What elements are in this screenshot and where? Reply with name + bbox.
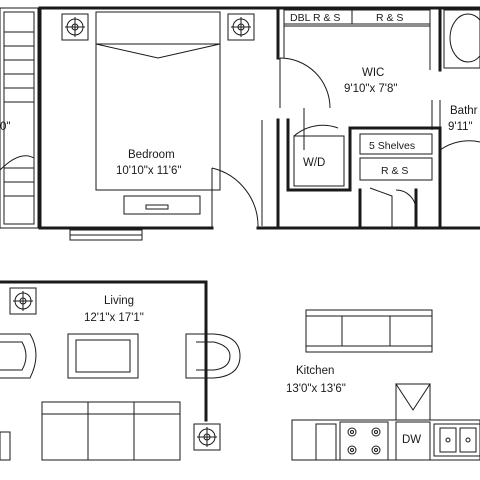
dbl-rs-label: DBL R & S: [290, 12, 340, 24]
kitchen-name: Kitchen: [296, 365, 334, 377]
bathroom-name: Bathr: [450, 105, 478, 117]
side-table-lamp-top: [9, 287, 37, 315]
kitchen: [291, 309, 480, 461]
dishwasher: [395, 421, 431, 461]
bathroom-size: 9'11": [448, 121, 473, 133]
stove: [339, 421, 389, 461]
five-shelves-label: 5 Shelves: [369, 140, 415, 152]
washer-dryer: [293, 135, 345, 187]
nightstand-lamp-left: [61, 13, 89, 41]
living-name: Living: [104, 295, 134, 307]
wic-name: WIC: [362, 67, 384, 79]
kitchen-size: 13'0"x 13'6": [286, 383, 346, 395]
living-room: [0, 280, 241, 461]
nightstand-lamp-right: [227, 13, 255, 41]
walk-in-closet: [256, 6, 442, 230]
armchair-left: [0, 333, 37, 379]
wic-size: 9'10"x 7'8": [344, 83, 397, 95]
partial-room-size: 0": [0, 121, 10, 133]
refrigerator: [395, 383, 431, 421]
left-stair-area: [0, 7, 39, 229]
bedroom-door: [211, 167, 259, 229]
dishwasher-label: DW: [402, 434, 421, 446]
coffee-table: [67, 333, 139, 379]
side-table-lamp-bottom: [193, 423, 221, 451]
bedroom-window: [69, 229, 143, 241]
sofa: [41, 401, 181, 461]
bedroom: [38, 6, 280, 230]
rs-top-label: R & S: [376, 12, 403, 24]
sink: [433, 423, 480, 457]
armchair-right: [185, 333, 241, 379]
kitchen-island: [305, 309, 433, 353]
bathtub: [443, 9, 480, 69]
bedroom-size: 10'10"x 11'6": [116, 165, 181, 177]
bed: [95, 11, 221, 191]
washer-dryer-label: W/D: [303, 157, 325, 169]
dresser: [123, 195, 201, 215]
bathroom: [431, 6, 480, 151]
rs-lower-label: R & S: [381, 165, 408, 177]
bathroom-door: [439, 100, 480, 151]
living-size: 12'1"x 17'1": [84, 312, 144, 324]
bedroom-name: Bedroom: [128, 149, 175, 161]
